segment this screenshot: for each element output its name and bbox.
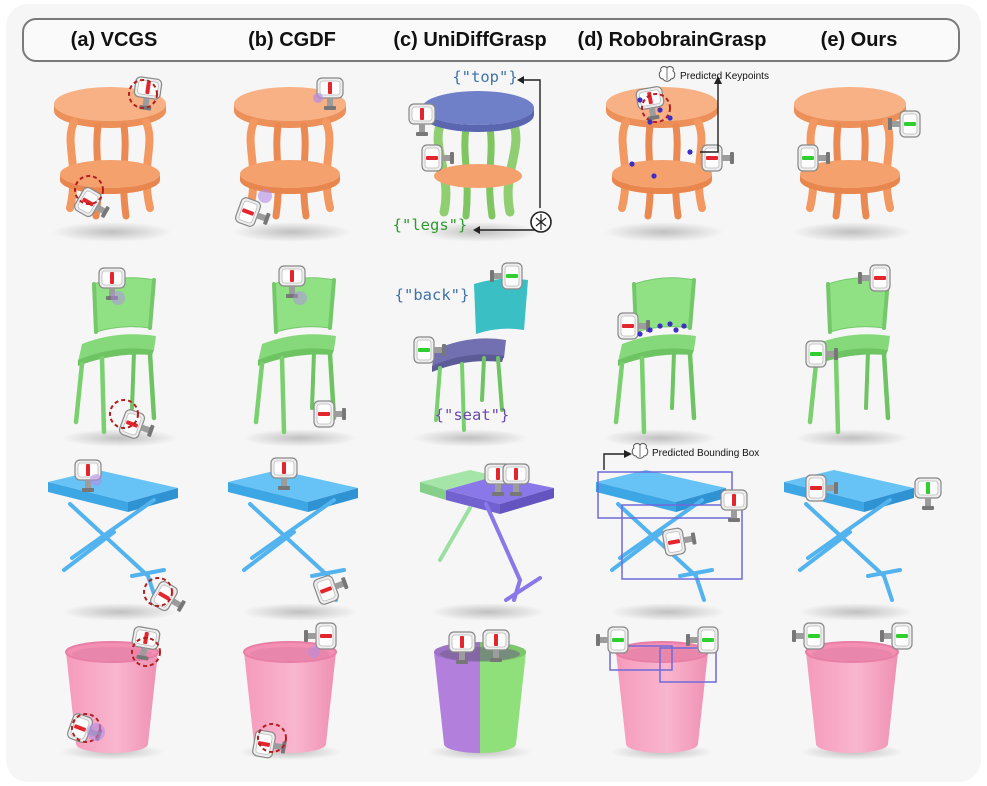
keypoints (637, 321, 687, 337)
row-desk: Predicted Bounding Box (46, 443, 942, 621)
header-cgdf: (b) CGDF (248, 29, 336, 51)
label-top: {"top"} (452, 68, 517, 86)
bounding-box (609, 645, 673, 671)
gripper (313, 400, 347, 428)
brain-icon (631, 443, 649, 459)
chair-segmented (432, 278, 528, 432)
bounding-box (621, 504, 743, 580)
header-vcgs: (a) VCGS (70, 29, 158, 51)
row-table: {"top"} {"legs"} Predicted Keypoints (52, 66, 921, 242)
gripper (914, 477, 942, 511)
gripper (661, 524, 699, 558)
bucket-model (805, 641, 899, 754)
keypoints (629, 97, 693, 179)
row-chair: {"back"} {"seat"} (62, 262, 910, 447)
bucket-segmented (434, 642, 526, 753)
table-segmented (422, 91, 534, 220)
label-legs: {"legs"} (393, 216, 468, 234)
header-unidiffgrasp: (c) UniDiffGrasp (393, 29, 547, 51)
desk-model (46, 468, 180, 602)
header-ours: (e) Ours (820, 29, 898, 51)
row-bucket (60, 622, 913, 762)
gripper (595, 626, 629, 654)
desk-segmented (420, 470, 554, 602)
desk-model (594, 468, 728, 602)
column-header-bar: (a) VCGS (b) CGDF (c) UniDiffGrasp (d) R… (22, 18, 960, 62)
brain-icon (658, 66, 676, 82)
header-robobraingrasp: (d) RobobrainGrasp (577, 29, 767, 51)
annotation-keypoints: Predicted Keypoints (680, 71, 769, 82)
label-back: {"back"} (395, 286, 470, 304)
gripper (408, 103, 436, 137)
desk-model (782, 468, 916, 602)
bucket-model (615, 641, 709, 754)
annotation-bounding-box: Predicted Bounding Box (652, 448, 759, 459)
chair-model (616, 278, 696, 432)
label-seat: {"seat"} (435, 406, 510, 424)
bounding-box (659, 647, 717, 683)
gripper (791, 622, 825, 650)
gripper (720, 489, 748, 523)
desk-model (226, 468, 360, 602)
